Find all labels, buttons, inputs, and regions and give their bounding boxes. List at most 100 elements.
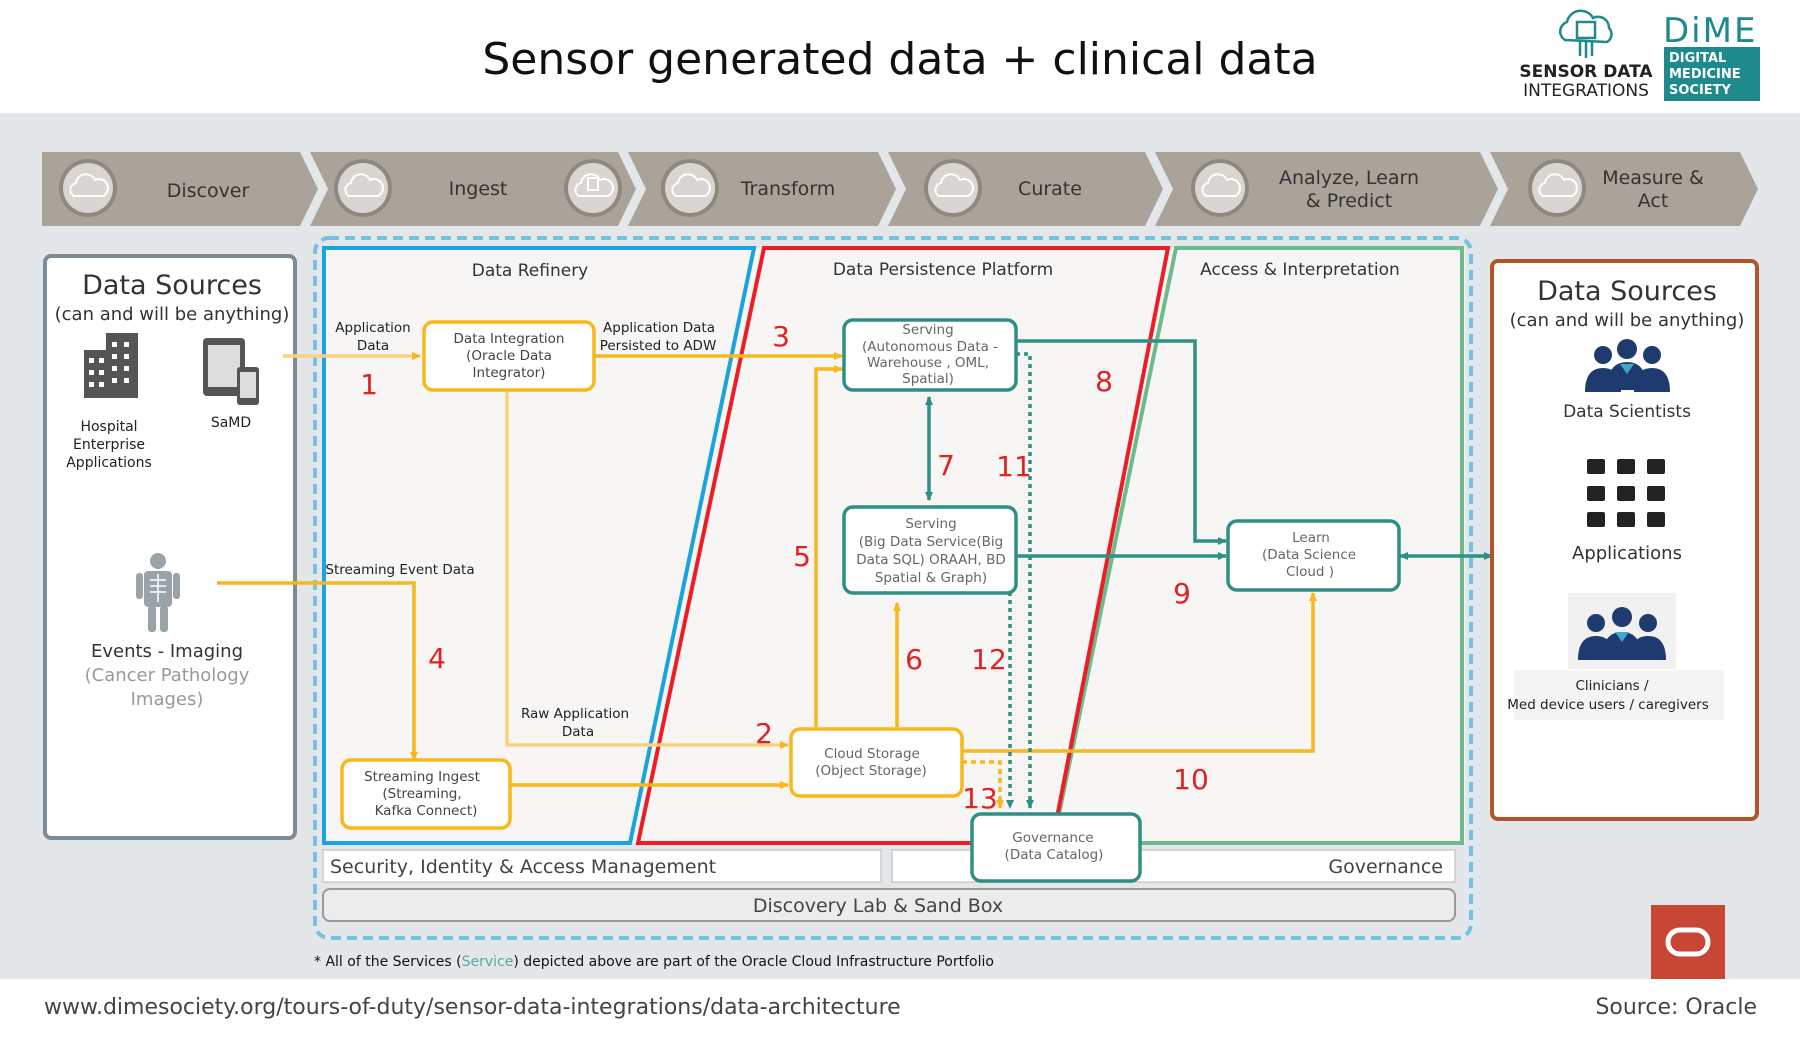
persistence-label: Data Persistence Platform [833,260,1053,280]
footer-band [0,979,1800,1035]
right-sources-subtitle: (can and will be anything) [1510,310,1745,331]
node-serving-bds: Serving (Big Data Service(Big Data SQL) … [842,505,1018,595]
cloud-chip-icon [1558,9,1613,58]
access-label: Access & Interpretation [1200,260,1400,280]
hospital-label-line2: Enterprise [73,437,145,453]
people-group-icon [1585,339,1670,392]
node-serving-adw: Serving (Autonomous Data - Warehouse , O… [842,318,1018,392]
serving-bds-line2: (Big Data Service(Big [859,534,1003,550]
governance-line1: Governance [1012,830,1093,846]
hospital-label-line1: Hospital [80,419,137,435]
stage-analyze-label-line1: Analyze, Learn [1279,167,1419,189]
step-13: 13 [962,782,998,815]
cloud-storage-line1: Cloud Storage [824,746,920,762]
sensor-data-integrations-logo: SENSOR DATA INTEGRATIONS [1519,9,1653,101]
pipeline-bar: Discover Ingest Transform Curate Analyze… [42,152,1758,226]
edge-label-application-data-2: Data [357,338,389,354]
dime-logo-line1: DIGITAL [1669,51,1726,66]
edge-label-persisted-1: Application Data [603,320,715,336]
applications-grid-icon [1587,459,1665,527]
data-integration-line1: Data Integration [454,331,565,347]
right-sources-title: Data Sources [1537,276,1717,307]
tablet-phone-icon [203,338,259,405]
node-streaming-ingest: Streaming Ingest (Streaming, Kafka Conne… [340,758,512,830]
hospital-building-icon [84,333,138,398]
edge-adw-to-learn [1016,339,1227,545]
edge-label-application-data-1: Application [335,320,410,336]
right-data-sources-panel: Data Sources (can and will be anything) … [1490,259,1759,821]
step-1: 1 [360,368,378,401]
applications-label: Applications [1572,543,1682,564]
step-6: 6 [905,643,923,676]
streaming-ingest-line3: Kafka Connect) [375,803,478,819]
step-11: 11 [996,450,1032,483]
edge-integration-to-cloud-storage [505,392,789,749]
serving-adw-line2: (Autonomous Data - [862,339,998,355]
refinery-label: Data Refinery [472,261,589,281]
oracle-ring-icon [1665,927,1711,957]
node-learn: Learn (Data Science Cloud ) [1226,519,1401,592]
source-url: www.dimesociety.org/tours-of-duty/sensor… [44,995,901,1020]
data-integration-line2: (Oracle Data [466,348,552,364]
governance-line2: (Data Catalog) [1005,847,1104,863]
serving-bds-line4: Spatial & Graph) [875,570,987,586]
serving-adw-line1: Serving [902,322,953,338]
stage-analyze-label-line2: & Predict [1306,190,1392,212]
learn-line3: Cloud ) [1286,564,1334,580]
cloud-device-icon [564,159,622,217]
streaming-ingest-line1: Streaming Ingest [364,769,480,785]
dime-logo-block [1664,47,1760,101]
refinery-region [322,246,757,845]
chevron-ingest [310,152,636,226]
oracle-logo [1651,905,1725,979]
clinicians-label-bg [1514,670,1724,720]
edge-label-raw-app-2: Data [562,724,594,740]
events-imaging-title: Events - Imaging [91,641,243,662]
edge-cloud-storage-to-adw [814,365,843,727]
serving-bds-line1: Serving [905,516,956,532]
teal-connectors [925,339,1493,809]
access-region [1050,246,1464,845]
cloud-search-icon [59,159,117,217]
serving-adw-line3: Warehouse , OML, [867,355,989,371]
cloud-factory-icon [924,159,982,217]
cloud-analytics-icon [1191,159,1249,217]
dime-logo-word: DiME [1663,11,1757,51]
stage-measure-label-line2: Act [1638,190,1669,212]
node-data-integration: Data Integration (Oracle Data Integrator… [422,320,596,392]
edge-cloud-storage-to-learn [962,592,1317,753]
step-3: 3 [772,320,790,353]
hospital-label-line3: Applications [66,455,152,471]
discovery-bar [322,888,1456,922]
edge-cloud-storage-to-governance [962,760,1004,809]
discovery-label: Discovery Lab & Sand Box [753,895,1003,917]
footnote: * All of the Services (Service) depicted… [314,954,994,970]
events-imaging-sub1: (Cancer Pathology [85,665,250,686]
serving-adw-line4: Spatial) [902,371,954,387]
stage-curate-label: Curate [1018,178,1082,200]
clinicians-group-icon [1568,593,1676,669]
governance-bar-label: Governance [1328,856,1443,878]
edge-label-streaming-event: Streaming Event Data [325,562,474,578]
yellow-connectors [217,352,1317,809]
security-label: Security, Identity & Access Management [330,856,716,878]
node-cloud-storage: Cloud Storage (Object Storage) [789,727,964,798]
step-9: 9 [1173,577,1191,610]
sdi-logo-line1: SENSOR DATA [1519,62,1653,82]
stage-ingest-label: Ingest [449,178,508,200]
step-7: 7 [937,449,955,482]
step-12: 12 [971,643,1007,676]
node-governance: Governance (Data Catalog) [970,812,1142,883]
streaming-ingest-line2: (Streaming, [382,786,461,802]
cloud-storage-line2: (Object Storage) [815,763,927,779]
left-sources-subtitle: (can and will be anything) [55,304,290,325]
step-2: 2 [755,717,773,750]
header-band [0,0,1800,113]
step-4: 4 [428,642,446,675]
left-data-sources-panel: Data Sources (can and will be anything) … [43,254,297,840]
events-imaging-sub2: Images) [131,689,204,710]
step-5: 5 [793,540,811,573]
left-sources-title: Data Sources [82,270,262,301]
dime-logo-line3: SOCIETY [1669,83,1732,98]
cloud-icon [334,159,392,217]
